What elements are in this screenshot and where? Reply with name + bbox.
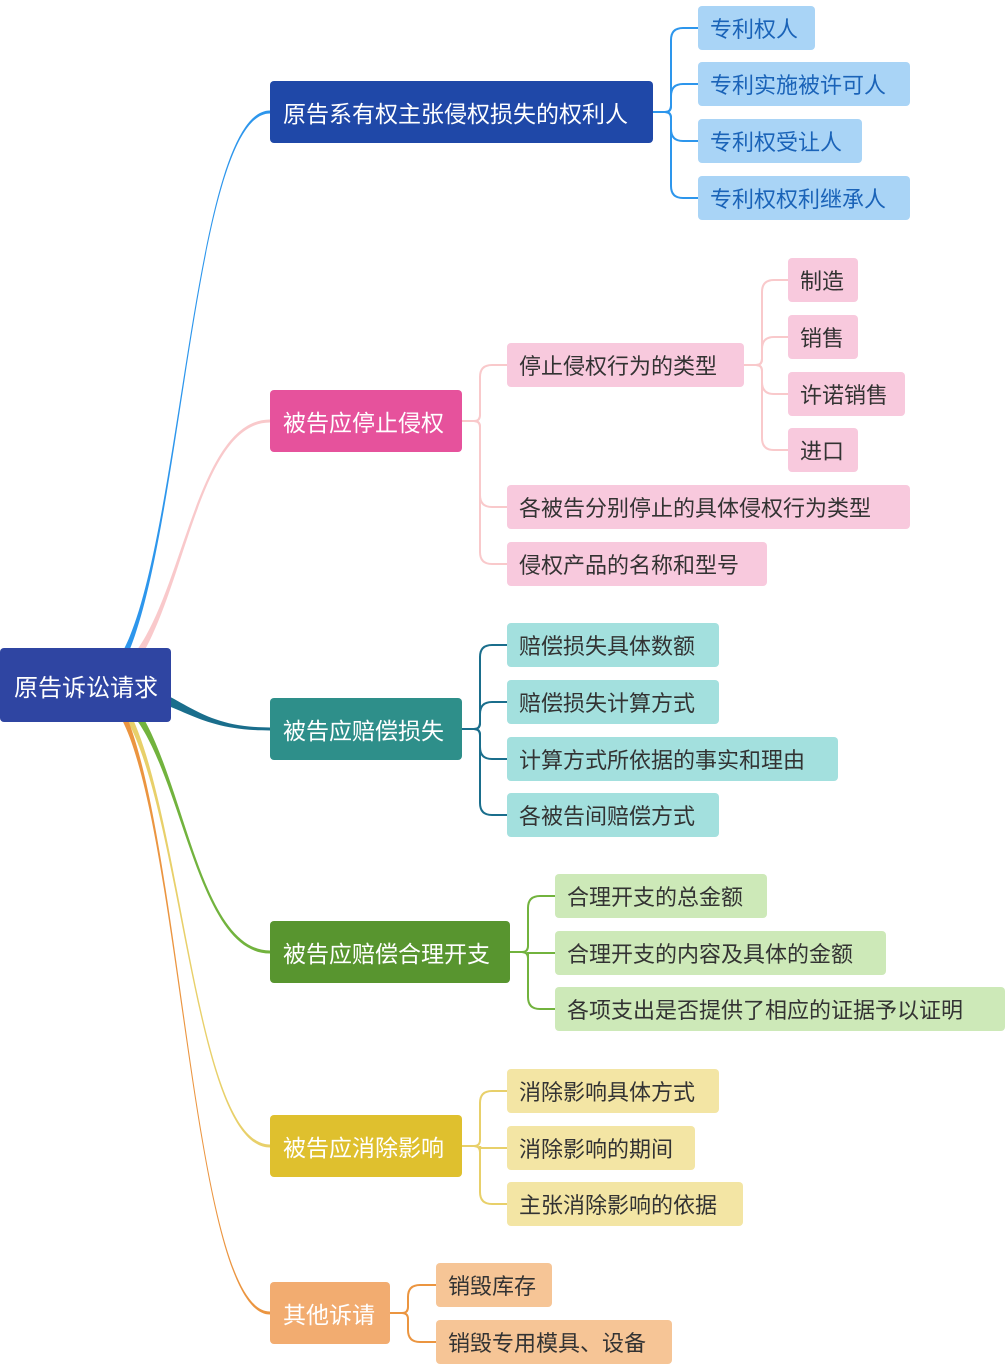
leaf-connector-2-3	[462, 728, 507, 816]
branch-connector-0	[92, 110, 270, 692]
leaf-loss-calculation[interactable]: 赔偿损失计算方式	[507, 680, 719, 724]
leaf-connector-1-1	[462, 420, 507, 508]
leaf-manufacture[interactable]: 制造	[788, 258, 858, 302]
sub-connector-1-0-0	[744, 279, 788, 366]
leaf-expense-evidence[interactable]: 各项支出是否提供了相应的证据予以证明	[555, 987, 1005, 1031]
leaf-heir[interactable]: 专利权权利继承人	[698, 176, 910, 220]
leaf-assignee[interactable]: 专利权受让人	[698, 119, 862, 163]
root-node[interactable]: 原告诉讼请求	[0, 648, 171, 722]
leaf-connector-1-2	[462, 420, 507, 565]
leaf-destroy-molds[interactable]: 销毁专用模具、设备	[436, 1320, 672, 1364]
leaf-loss-amount[interactable]: 赔偿损失具体数额	[507, 623, 719, 667]
leaf-connector-4-2	[462, 1145, 507, 1205]
sub-connector-1-0-1	[744, 336, 788, 366]
branch-rights-holder[interactable]: 原告系有权主张侵权损失的权利人	[270, 81, 653, 143]
leaf-connector-0-2	[653, 111, 698, 142]
leaf-patentee[interactable]: 专利权人	[698, 6, 815, 50]
leaf-offer-for-sale[interactable]: 许诺销售	[788, 372, 905, 416]
leaf-licensee[interactable]: 专利实施被许可人	[698, 62, 910, 106]
leaf-expense-details[interactable]: 合理开支的内容及具体的金额	[555, 931, 886, 975]
leaf-connector-1-0	[462, 364, 507, 422]
sub-each-defendant-types[interactable]: 各被告分别停止的具体侵权行为类型	[507, 485, 910, 529]
leaf-connector-2-1	[462, 701, 507, 730]
leaf-calculation-basis[interactable]: 计算方式所依据的事实和理由	[507, 737, 838, 781]
leaf-elimination-method[interactable]: 消除影响具体方式	[507, 1069, 719, 1113]
sub-infringement-types[interactable]: 停止侵权行为的类型	[507, 343, 744, 387]
leaf-connector-5-1	[390, 1312, 436, 1343]
branch-connector-4	[92, 678, 270, 1148]
leaf-elimination-period[interactable]: 消除影响的期间	[507, 1126, 695, 1170]
branch-connector-5	[92, 678, 270, 1315]
sub-product-name-model[interactable]: 侵权产品的名称和型号	[507, 542, 767, 586]
leaf-elimination-basis[interactable]: 主张消除影响的依据	[507, 1182, 743, 1226]
leaf-connector-0-0	[653, 27, 698, 113]
leaf-sale[interactable]: 销售	[788, 315, 858, 359]
leaf-connector-2-0	[462, 644, 507, 730]
leaf-connector-2-2	[462, 728, 507, 760]
branch-reasonable-expenses[interactable]: 被告应赔偿合理开支	[270, 921, 510, 983]
branch-stop-infringement[interactable]: 被告应停止侵权	[270, 390, 462, 452]
branch-eliminate-influence[interactable]: 被告应消除影响	[270, 1115, 462, 1177]
leaf-connector-5-0	[390, 1284, 436, 1314]
leaf-import[interactable]: 进口	[788, 428, 858, 472]
branch-other-claims[interactable]: 其他诉请	[270, 1282, 390, 1344]
sub-connector-1-0-2	[744, 364, 788, 395]
branch-compensate-loss[interactable]: 被告应赔偿损失	[270, 698, 462, 760]
branch-connector-1	[92, 419, 270, 692]
leaf-connector-3-0	[510, 895, 555, 953]
leaf-connector-0-3	[653, 111, 698, 199]
leaf-total-expenses[interactable]: 合理开支的总金额	[555, 874, 767, 918]
leaf-compensation-method[interactable]: 各被告间赔偿方式	[507, 793, 719, 837]
branch-connector-3	[92, 678, 270, 954]
leaf-connector-3-2	[510, 951, 555, 1010]
leaf-connector-0-1	[653, 83, 698, 113]
leaf-connector-4-0	[462, 1090, 507, 1147]
leaf-destroy-inventory[interactable]: 销毁库存	[436, 1263, 552, 1307]
sub-connector-1-0-3	[744, 364, 788, 451]
